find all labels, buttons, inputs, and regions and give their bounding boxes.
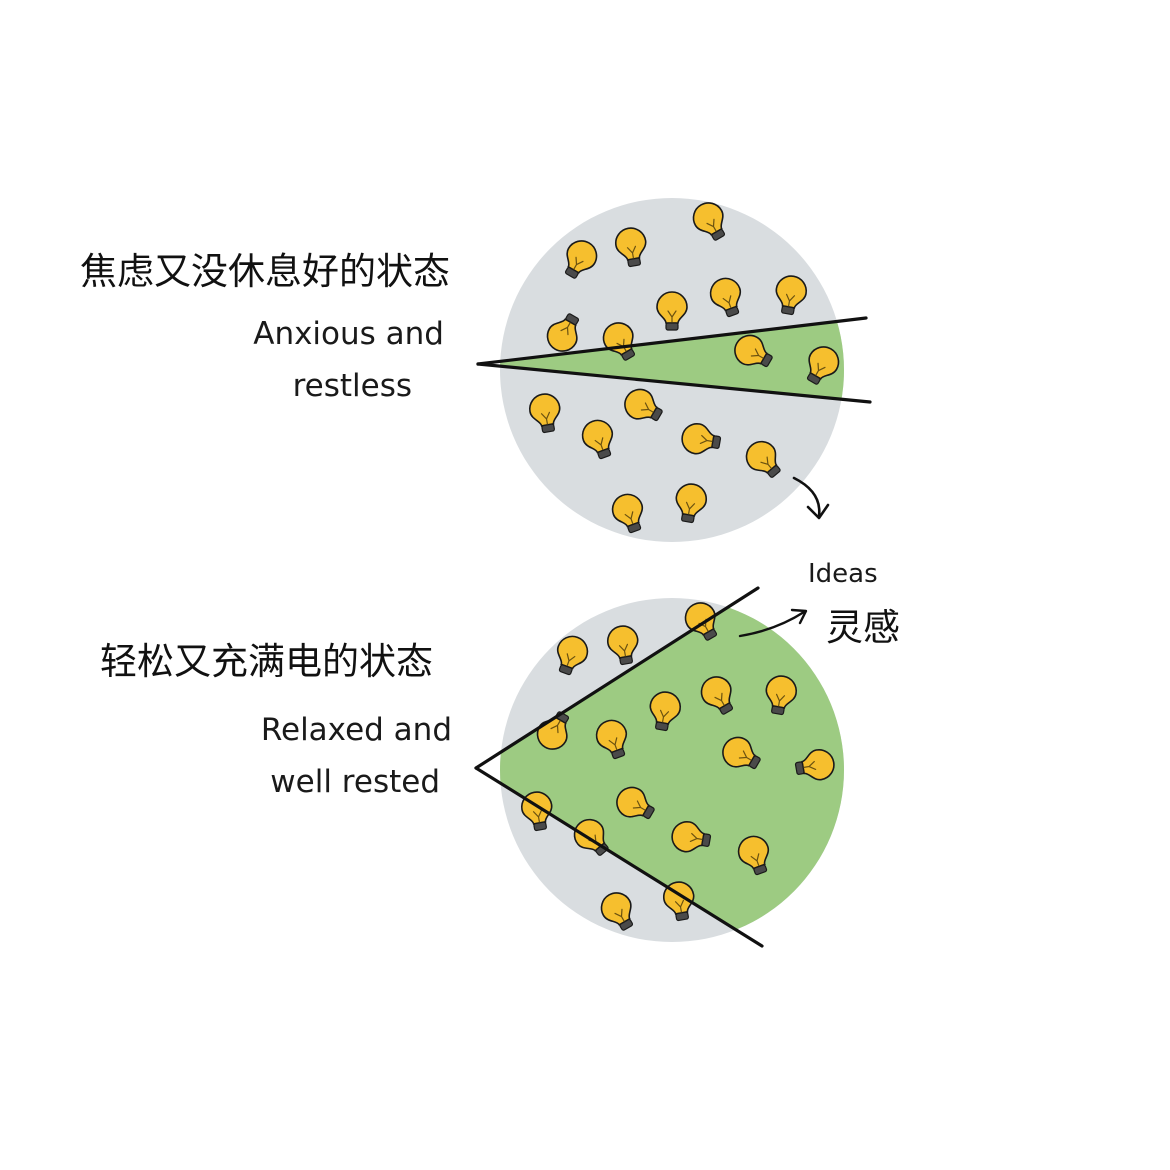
lightbulb-icon: [528, 393, 561, 434]
top-label-cn: 焦虑又没休息好的状态: [80, 250, 450, 293]
lightbulb-icon: [595, 719, 628, 760]
lightbulb-icon: [611, 493, 644, 534]
lightbulb-icon: [564, 240, 598, 279]
lightbulb-icon: [624, 388, 663, 422]
lightbulb-icon: [745, 440, 781, 478]
top-focus-wedge: [500, 318, 844, 402]
lightbulb-icon: [546, 313, 580, 352]
lightbulb-icon: [649, 691, 682, 732]
bottom-focus-wedge: [500, 598, 844, 942]
bottom-wedge-upper-line: [474, 586, 760, 770]
top-label-en-line1: Anxious and: [253, 316, 444, 352]
lightbulb-icon: [692, 202, 726, 241]
lightbulb-icon: [775, 275, 808, 316]
lightbulb-icon: [734, 334, 773, 368]
lightbulb-icon: [600, 892, 634, 931]
bottom-wedge-lower-line: [474, 766, 764, 948]
bottom-bulbs: [520, 602, 835, 931]
lightbulb-icon: [616, 786, 655, 820]
bottom-label-en-line1: Relaxed and: [261, 712, 452, 748]
lightbulb-icon: [556, 635, 589, 676]
lightbulb-icon: [737, 835, 770, 876]
pointer-arrow-icon-head: [790, 608, 808, 625]
lightbulb-icon: [606, 625, 639, 666]
lightbulb-icon: [581, 419, 614, 460]
lightbulb-icon: [722, 736, 761, 770]
curved-arrow-icon-head: [806, 503, 830, 520]
lightbulb-icon: [675, 483, 708, 524]
lightbulb-icon: [614, 227, 647, 268]
ideas-label-en: Ideas: [808, 559, 878, 589]
lightbulb-icon: [794, 748, 835, 781]
lightbulb-icon: [681, 422, 722, 455]
lightbulb-icon: [806, 346, 840, 385]
curved-arrow-icon: [792, 476, 821, 518]
top-bulbs: [528, 202, 840, 534]
lightbulb-icon: [671, 820, 712, 853]
top-wedge-upper-line: [476, 316, 868, 366]
top-state-group: [476, 198, 872, 542]
bottom-label-en-line2: well rested: [270, 764, 440, 800]
ideas-label-cn: 灵感: [826, 606, 900, 649]
lightbulb-icon: [765, 675, 798, 716]
top-label-en-line2: restless: [293, 368, 412, 404]
bottom-label-cn: 轻松又充满电的状态: [100, 640, 433, 683]
bottom-state-group: [474, 586, 844, 948]
lightbulb-icon: [656, 291, 688, 331]
lightbulb-icon: [709, 277, 742, 318]
top-wedge-lower-line: [476, 362, 872, 404]
pointer-arrow-icon: [738, 610, 806, 638]
lightbulb-icon: [700, 676, 734, 715]
